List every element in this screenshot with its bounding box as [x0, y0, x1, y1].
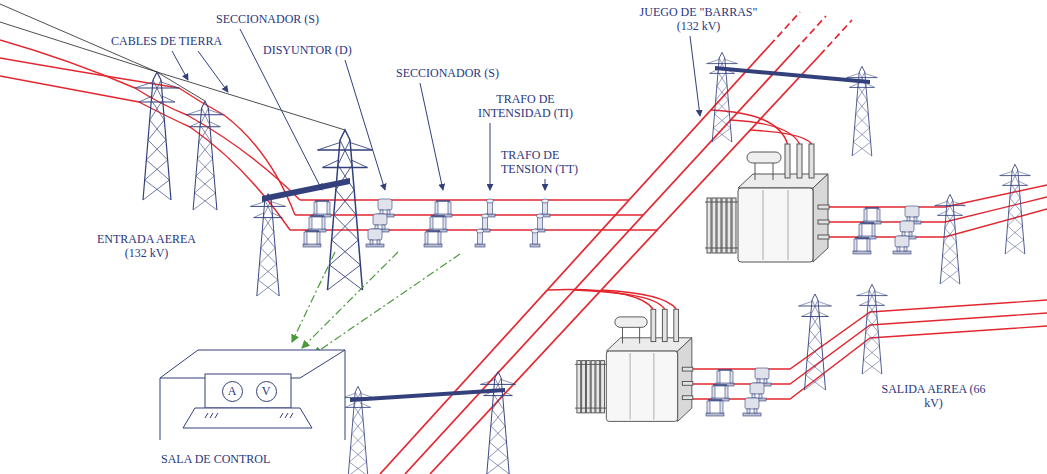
- lattice-tower: [1000, 164, 1031, 254]
- conductor: [0, 58, 295, 215]
- earth-wire: [0, 22, 345, 130]
- conductor: [547, 290, 653, 309]
- conductor: [693, 326, 1047, 399]
- control-room: [205, 374, 291, 408]
- bus-bar: [380, 12, 852, 474]
- signal-cable: [292, 252, 460, 354]
- gantry-beam: [262, 66, 870, 402]
- switchgear: [853, 208, 881, 254]
- lattice-tower: [799, 294, 832, 390]
- conductor: [750, 130, 812, 144]
- leader-line: [345, 60, 385, 190]
- lattice-tower: [707, 52, 738, 142]
- callout-label: JUEGO DE "BARRAS" (132 kV): [630, 5, 767, 33]
- switchgear: [424, 201, 452, 247]
- lattice-tower: [135, 52, 1030, 474]
- leader-line: [172, 51, 188, 80]
- leader-line: [490, 123, 491, 190]
- conductor: [601, 290, 676, 309]
- signal-cable: [302, 252, 398, 348]
- gantry-beam: [715, 66, 870, 84]
- control-room: [160, 350, 345, 440]
- power-transformer: [575, 144, 829, 421]
- power-transformer: [705, 144, 829, 262]
- bus-bar: [820, 20, 852, 55]
- callout-label: TRAFO DE TENSION (TT): [500, 148, 612, 176]
- callout-label: SALA DE CONTROL: [160, 452, 271, 466]
- lattice-tower: [250, 194, 285, 296]
- switchgear: [530, 199, 550, 247]
- gantry-beam: [350, 388, 505, 402]
- gantry-beam: [262, 178, 350, 202]
- bus-bar: [405, 50, 795, 474]
- callout-label: SECCIONADOR (S): [215, 12, 320, 26]
- switchgear: [706, 370, 734, 416]
- conductor: [300, 199, 629, 200]
- callout-label: CABLES DE TIERRA: [110, 34, 223, 48]
- bus-bar: [795, 16, 826, 50]
- conductor: [0, 40, 300, 200]
- meter-symbol: V: [262, 385, 271, 398]
- meter-dial: A: [222, 381, 243, 402]
- leader-line: [690, 36, 700, 116]
- control-room: [205, 413, 293, 418]
- control-room: [160, 350, 345, 440]
- signal-cable: [314, 254, 460, 354]
- lattice-tower: [318, 130, 373, 290]
- conductor: [574, 290, 665, 309]
- callout-label: ENTRADA AEREA (132 kV): [88, 232, 205, 260]
- leader-line: [545, 179, 546, 190]
- control-room: [183, 408, 312, 428]
- meter-dial: V: [256, 381, 277, 402]
- leader-line: [420, 83, 443, 190]
- bus-bar: [770, 12, 800, 45]
- conductor: [0, 40, 1047, 399]
- lattice-tower: [186, 101, 223, 210]
- callout-label: TRAFO DE INTENSIDAD (TI): [462, 92, 589, 120]
- conductor: [693, 300, 1047, 369]
- conductor: [693, 313, 1047, 384]
- switchgear: [893, 206, 921, 254]
- meter-symbol: A: [228, 385, 237, 398]
- signal-cable: [292, 252, 335, 342]
- switchgear: [475, 199, 495, 247]
- leader-line: [198, 51, 228, 92]
- switchgear: [303, 201, 331, 247]
- lattice-tower: [135, 72, 179, 200]
- lattice-tower: [480, 372, 515, 474]
- switchgear: [743, 368, 771, 416]
- lattice-tower: [857, 284, 888, 374]
- callout-label: SALIDA AEREA (66 kV): [880, 382, 987, 410]
- conductor: [290, 229, 657, 230]
- power-transformer: [575, 309, 693, 421]
- conductor: [295, 214, 643, 215]
- callout-label: SECCIONADOR (S): [395, 66, 500, 80]
- callout-label: DISYUNTOR (D): [262, 43, 353, 57]
- bus-bar: [430, 55, 820, 474]
- conductor: [731, 120, 800, 144]
- lattice-tower: [935, 194, 966, 284]
- switchgear: [366, 199, 394, 247]
